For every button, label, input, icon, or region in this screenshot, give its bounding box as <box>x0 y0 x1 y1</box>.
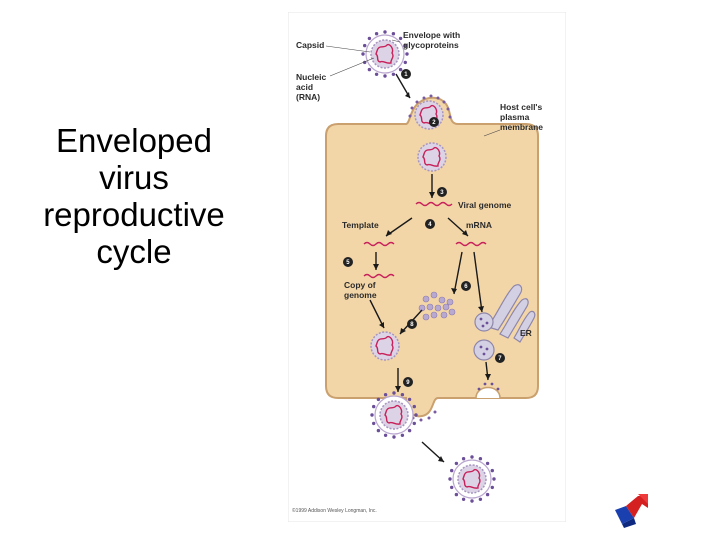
copyright-text: ©1999 Addison Wesley Longman, Inc. <box>292 507 377 514</box>
virion-fusing <box>414 100 444 130</box>
step-number: 9 <box>406 380 410 386</box>
label-nucleic-1: Nucleic <box>296 72 327 82</box>
step-badges: 1 2 3 4 5 6 7 8 9 <box>343 69 505 387</box>
virus-cycle-figure: Capsid Envelope with glycoproteins Nucle… <box>288 12 566 522</box>
label-host-2: plasma <box>500 112 530 122</box>
label-template: Template <box>342 220 379 230</box>
navigation-arrows-icon[interactable] <box>612 488 652 528</box>
label-copy-2: genome <box>344 290 377 300</box>
endoplasmic-reticulum <box>473 284 536 361</box>
capsid-proteins <box>418 291 456 321</box>
capsid-assembled <box>370 331 400 361</box>
label-envelope-1: Envelope with <box>403 30 460 40</box>
label-envelope-2: glycoproteins <box>403 40 459 50</box>
slide-title-line: reproductive <box>43 196 225 233</box>
step-number: 2 <box>432 120 436 126</box>
label-mrna: mRNA <box>466 220 492 230</box>
virion-entering <box>360 29 410 79</box>
label-copy-1: Copy of <box>344 280 376 290</box>
label-er: ER <box>520 328 532 338</box>
membrane-bud <box>475 386 501 399</box>
label-nucleic-2: acid <box>296 82 313 92</box>
slide-title: Enveloped virus reproductive cycle <box>18 122 250 270</box>
capsid-uncoating <box>417 142 447 172</box>
label-host-1: Host cell's <box>500 102 542 112</box>
label-host-3: membrane <box>500 122 543 132</box>
slide-title-line: cycle <box>96 233 172 270</box>
step-number: 8 <box>410 322 414 328</box>
slide-title-line: virus <box>99 159 169 196</box>
step-number: 6 <box>464 284 468 290</box>
step-number: 7 <box>498 356 502 362</box>
label-capsid: Capsid <box>296 40 324 50</box>
label-viral-genome: Viral genome <box>458 200 511 210</box>
step-number: 3 <box>440 190 444 196</box>
slide-title-line: Enveloped <box>56 122 212 159</box>
step-number: 5 <box>346 260 350 266</box>
step-number: 1 <box>404 72 408 78</box>
label-nucleic-3: (RNA) <box>296 92 320 102</box>
virion-released <box>447 454 497 504</box>
virion-budding <box>369 390 419 440</box>
step-number: 4 <box>428 222 432 228</box>
